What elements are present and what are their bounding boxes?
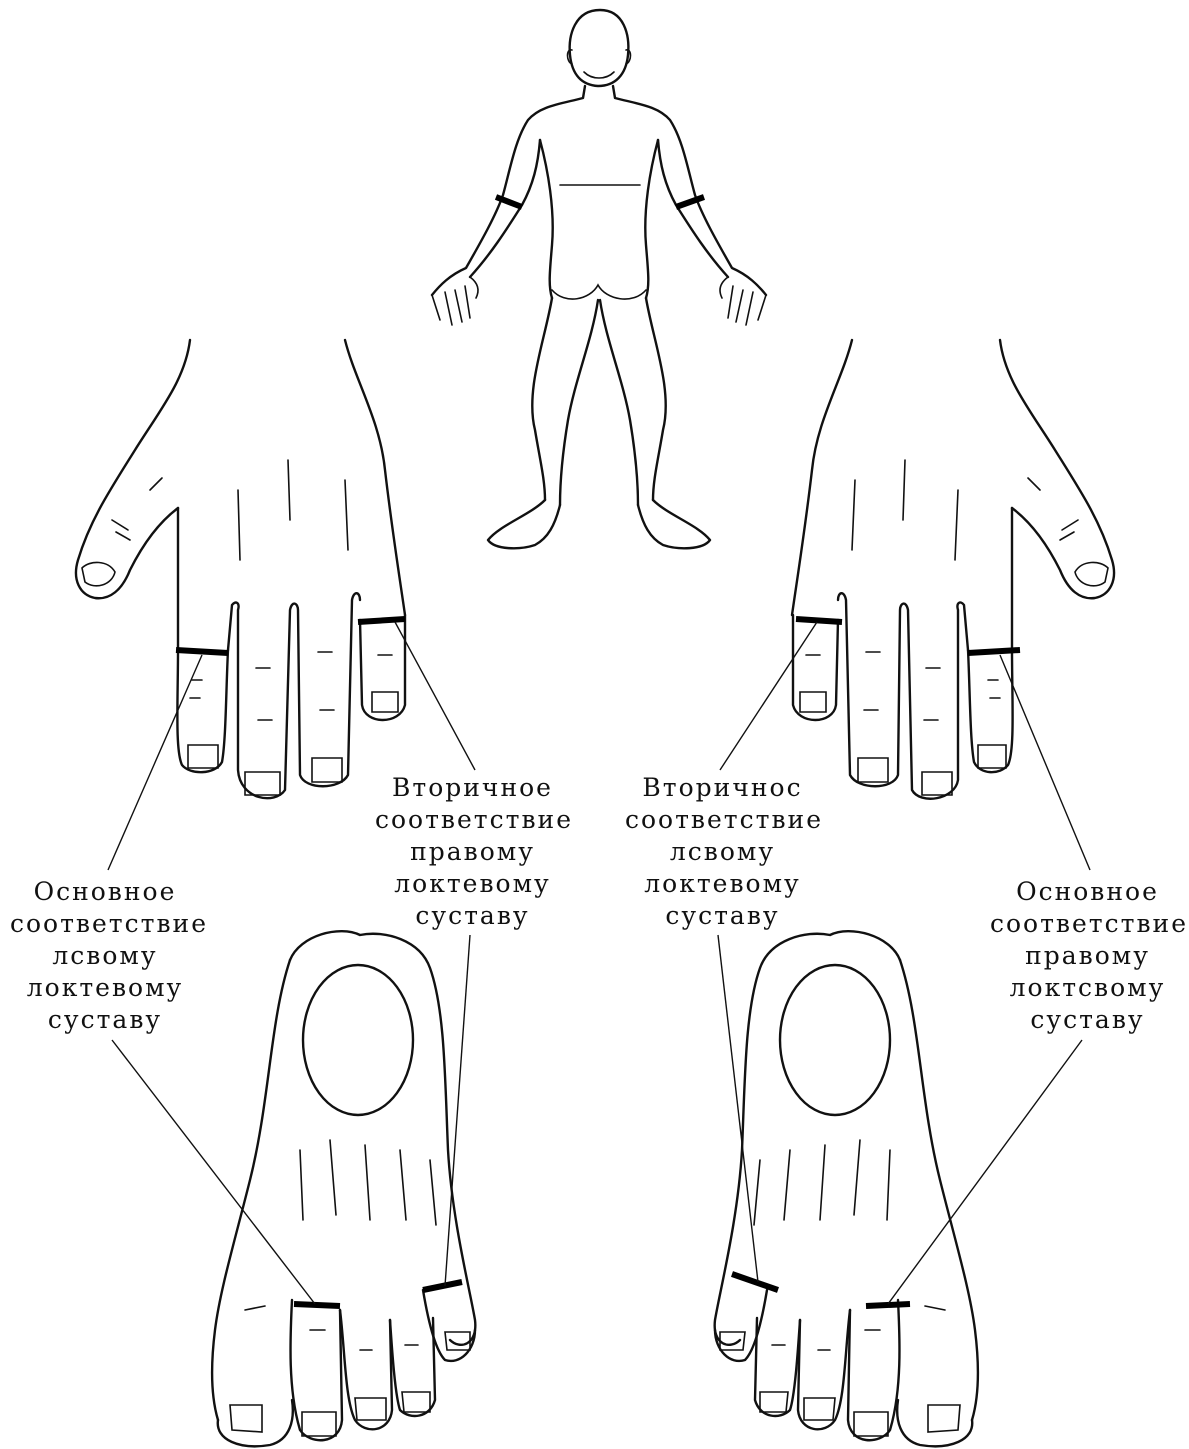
right-primary-label: Основное соответствие правому локтсвому … — [990, 876, 1185, 1036]
left-primary-label: Основное соответствие лсвому локтевому с… — [10, 876, 200, 1036]
leader-lines — [108, 622, 1090, 1304]
left-primary-line-5: суставу — [10, 1004, 200, 1036]
left-secondary-line-3: правому — [375, 836, 570, 868]
right-secondary-line-4: локтевому — [625, 868, 820, 900]
right-primary-line-3: правому — [990, 940, 1185, 972]
human-figure — [432, 10, 766, 548]
right-secondary-label: Вторичнос соответствие лсвому локтевому … — [625, 772, 820, 932]
right-foot — [715, 931, 978, 1446]
left-secondary-line-4: локтевому — [375, 868, 570, 900]
left-secondary-line-5: суставу — [375, 900, 570, 932]
right-hand — [792, 340, 1114, 799]
left-primary-line-1: Основное — [10, 876, 200, 908]
left-secondary-line-2: соответствие — [375, 804, 570, 836]
right-secondary-line-3: лсвому — [625, 836, 820, 868]
right-primary-line-5: суставу — [990, 1004, 1185, 1036]
left-primary-line-4: локтевому — [10, 972, 200, 1004]
left-secondary-label: Вторичное соответствие правому локтевому… — [375, 772, 570, 932]
right-primary-line-4: локтсвому — [990, 972, 1185, 1004]
right-primary-line-1: Основное — [990, 876, 1185, 908]
right-secondary-line-2: соответствие — [625, 804, 820, 836]
right-secondary-line-5: суставу — [625, 900, 820, 932]
left-primary-line-2: соответствие — [10, 908, 200, 940]
right-secondary-line-1: Вторичнос — [625, 772, 820, 804]
left-foot — [212, 931, 475, 1446]
left-hand — [76, 340, 405, 798]
left-primary-line-3: лсвому — [10, 940, 200, 972]
left-secondary-line-1: Вторичное — [375, 772, 570, 804]
right-primary-line-2: соответствие — [990, 908, 1185, 940]
